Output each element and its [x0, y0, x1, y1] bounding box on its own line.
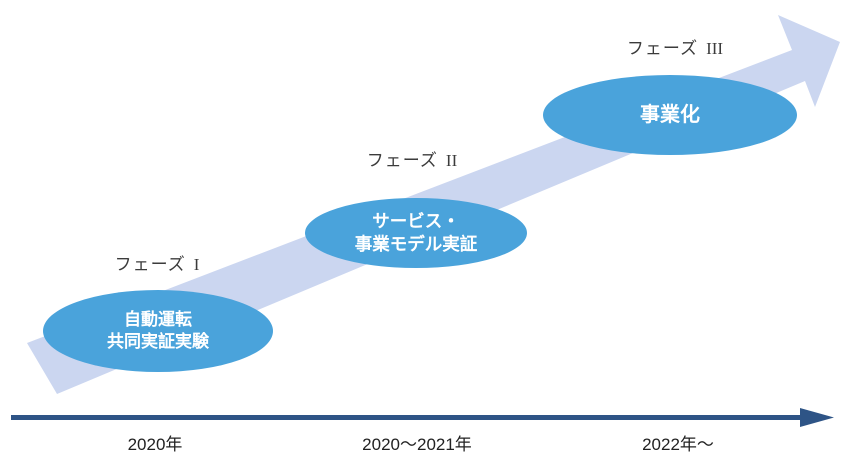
- phase-2-label-name: フェーズ: [366, 151, 438, 170]
- timeline-arrowhead-icon: [800, 408, 834, 427]
- phase-2-bubble-line-1: サービス・: [372, 211, 460, 232]
- timeline-axis: [11, 408, 834, 427]
- phase-1-label-name: フェーズ: [114, 255, 186, 274]
- phase-3-label-name: フェーズ: [626, 39, 699, 58]
- timeline-period-1: 2020年: [127, 435, 183, 454]
- phase-1-bubble-line-2: 共同実証実験: [107, 332, 209, 351]
- phase-3-label: フェーズ III: [555, 34, 795, 59]
- phase-1-bubble: 自動運転 共同実証実験: [43, 290, 273, 372]
- phase-2-label: フェーズ II: [292, 146, 532, 171]
- phase-1-label: フェーズ I: [37, 250, 277, 275]
- timeline-period-2: 2020〜2021年: [362, 435, 472, 454]
- phase-1-label-numeral: I: [193, 255, 200, 274]
- phase-1-bubble-line-1: 自動運転: [124, 309, 192, 329]
- timeline-line: [11, 415, 800, 420]
- timeline-period-3: 2022年〜: [642, 435, 714, 454]
- phase-3-bubble-line-1: 事業化: [640, 104, 700, 126]
- phase-3-bubble: 事業化: [543, 75, 797, 155]
- phase-2-label-numeral: II: [445, 151, 458, 170]
- phase-2-bubble-line-2: 事業モデル実証: [354, 234, 478, 254]
- phase-3-label-numeral: III: [706, 39, 724, 58]
- phase-2-bubble: サービス・ 事業モデル実証: [305, 198, 527, 268]
